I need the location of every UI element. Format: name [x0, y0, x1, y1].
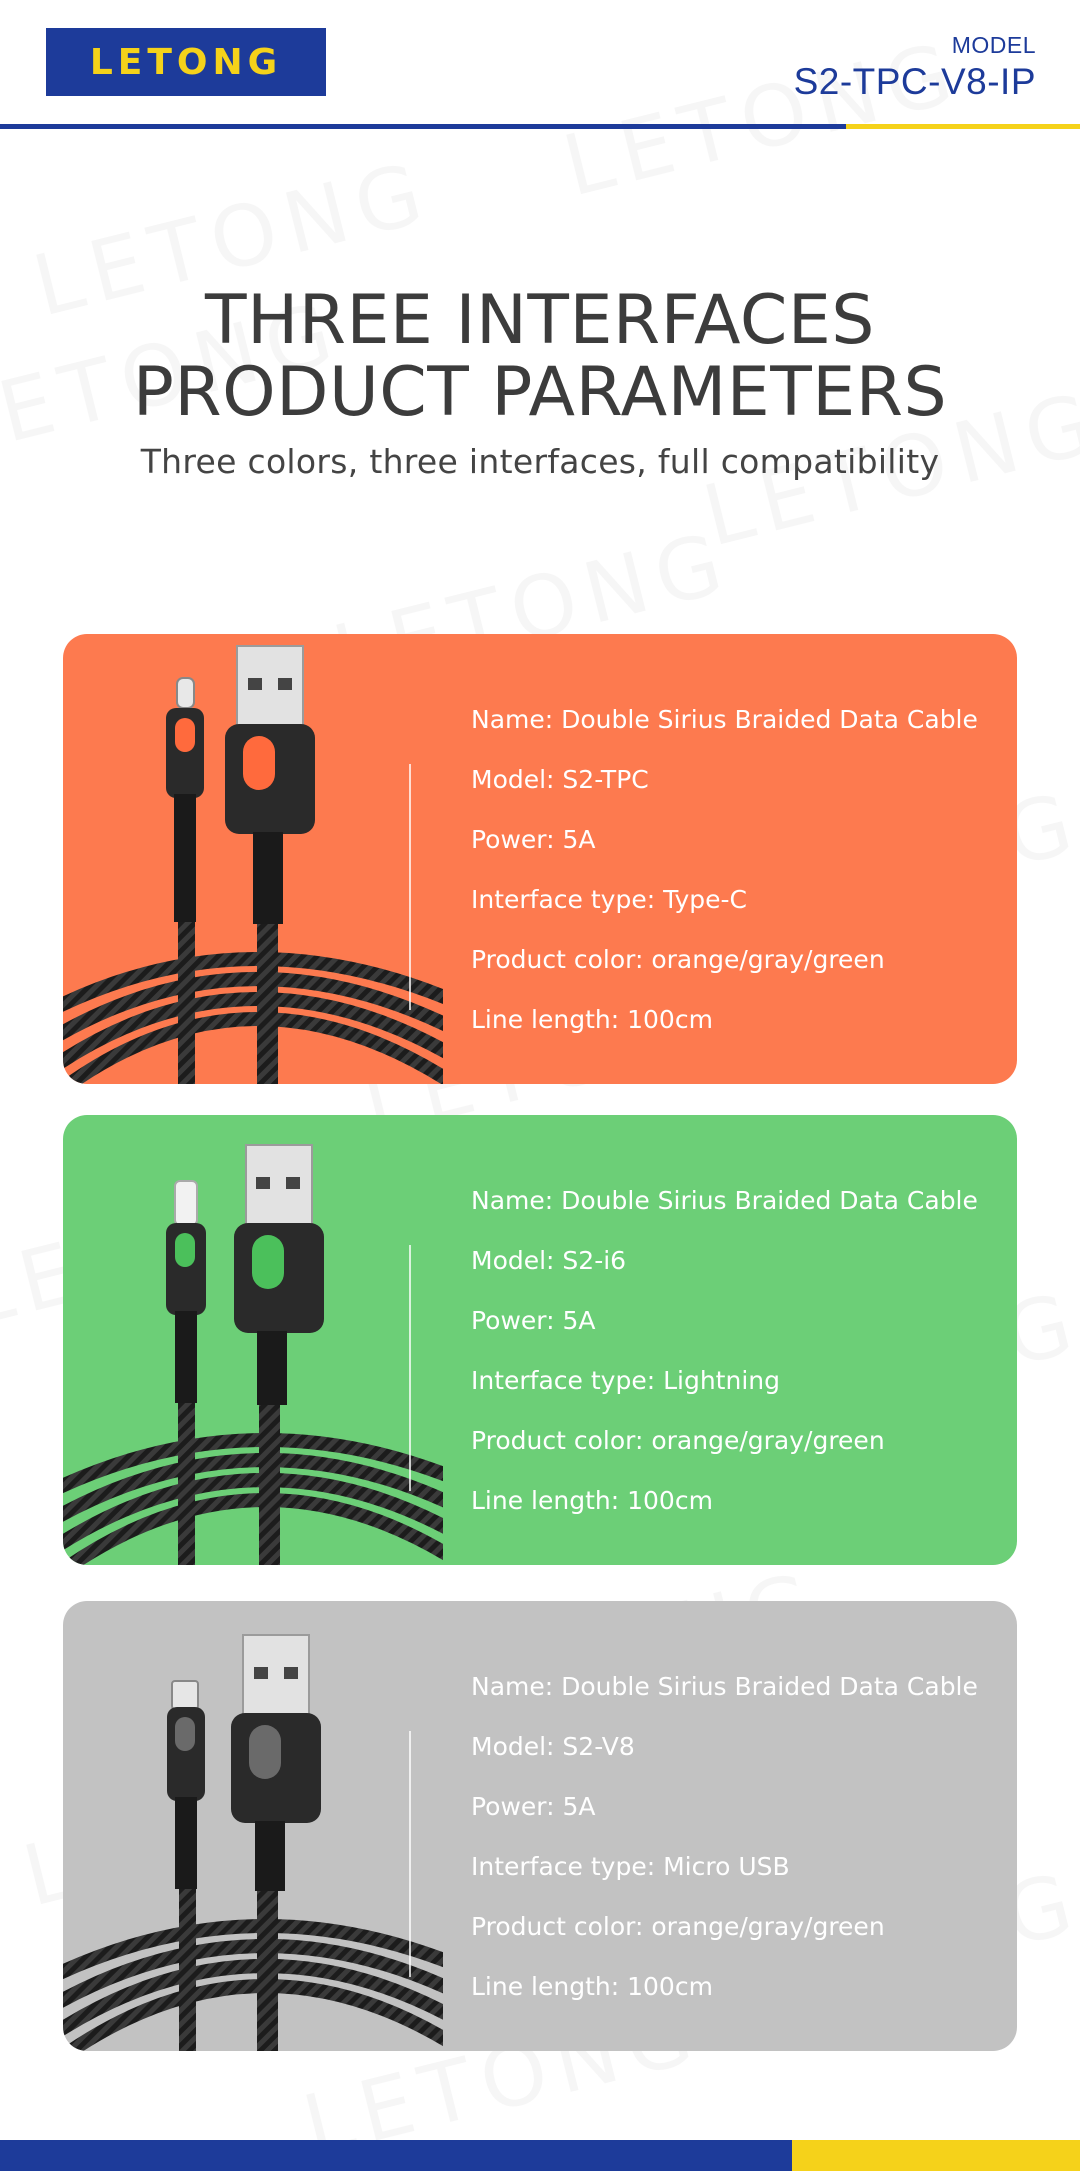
spec-power: Power: 5A [471, 825, 596, 854]
spec-list: Name: Double Sirius Braided Data Cable M… [471, 1657, 978, 2017]
subheadline: Three colors, three interfaces, full com… [140, 442, 940, 481]
lightning-cable-icon [63, 1144, 443, 1565]
spec-name: Name: Double Sirius Braided Data Cable [471, 1672, 978, 1701]
model-value: S2-TPC-V8-IP [793, 61, 1036, 102]
model-block: MODEL S2-TPC-V8-IP [794, 32, 1036, 103]
spec-model: Model: S2-i6 [471, 1246, 627, 1275]
spec-model: Model: S2-TPC [471, 765, 649, 794]
type-c-cable-icon [63, 645, 443, 1084]
spec-color: Product color: orange/gray/green [471, 945, 885, 974]
spec-length: Line length: 100cm [471, 1005, 713, 1034]
card-divider [409, 1245, 411, 1491]
spec-interface: Interface type: Type-C [471, 885, 747, 914]
spec-model: Model: S2-V8 [471, 1732, 635, 1761]
spec-color: Product color: orange/gray/green [471, 1426, 885, 1455]
product-card-type-c: Name: Double Sirius Braided Data Cable M… [63, 634, 1017, 1084]
headline-line-2: PRODUCT PARAMETERS [132, 353, 948, 432]
micro-usb-cable-icon [63, 1634, 443, 2051]
card-divider [409, 764, 411, 1010]
spec-power: Power: 5A [471, 1306, 596, 1335]
spec-length: Line length: 100cm [471, 1972, 713, 2001]
spec-list: Name: Double Sirius Braided Data Cable M… [471, 1171, 978, 1531]
product-card-lightning: Name: Double Sirius Braided Data Cable M… [63, 1115, 1017, 1565]
header-rule [0, 124, 1080, 129]
spec-power: Power: 5A [471, 1792, 596, 1821]
brand-logo: LETONG [46, 28, 326, 96]
brand-logo-text: LETONG [89, 41, 283, 83]
spec-name: Name: Double Sirius Braided Data Cable [471, 1186, 978, 1215]
spec-color: Product color: orange/gray/green [471, 1912, 885, 1941]
spec-interface: Interface type: Micro USB [471, 1852, 790, 1881]
model-label: MODEL [951, 32, 1036, 58]
spec-length: Line length: 100cm [471, 1486, 713, 1515]
product-card-micro-usb: Name: Double Sirius Braided Data Cable M… [63, 1601, 1017, 2051]
footer-rule [0, 2140, 1080, 2171]
spec-name: Name: Double Sirius Braided Data Cable [471, 705, 978, 734]
card-divider [409, 1731, 411, 1977]
spec-list: Name: Double Sirius Braided Data Cable M… [471, 690, 978, 1050]
spec-interface: Interface type: Lightning [471, 1366, 780, 1395]
headline-line-1: THREE INTERFACES [205, 281, 875, 360]
